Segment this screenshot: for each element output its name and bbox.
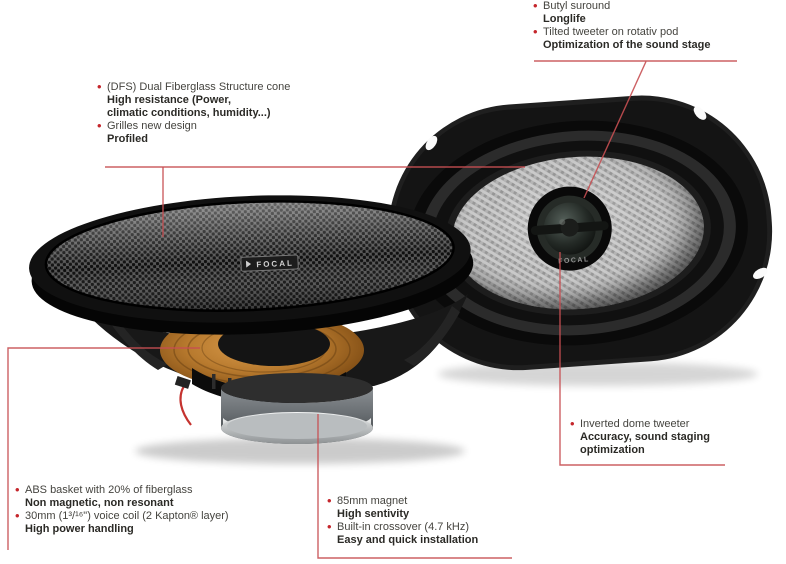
callout-line-tweeter bbox=[559, 252, 725, 466]
magnet-top bbox=[221, 373, 373, 403]
feature-label: Tilted tweeter on rotativ pod bbox=[543, 26, 769, 39]
feature-detail: High sentivity bbox=[337, 508, 410, 520]
rear-speaker-screw-hole bbox=[753, 267, 768, 279]
feature-detail: Profiled bbox=[107, 133, 148, 145]
tweeter-center-cap bbox=[560, 218, 579, 237]
feature-item: Grilles new design Profiled bbox=[98, 120, 328, 146]
feature-item: Butyl suround Longlife bbox=[534, 0, 769, 26]
front-speaker-shadow bbox=[135, 438, 465, 464]
front-speaker-basket-strut bbox=[404, 306, 460, 366]
feature-detail: Accuracy, sound staging optimization bbox=[580, 431, 710, 456]
front-speaker-magnet bbox=[221, 373, 373, 444]
callout-left: (DFS) Dual Fiberglass Structure cone Hig… bbox=[98, 81, 328, 146]
feature-detail: High power handling bbox=[25, 523, 134, 535]
feature-detail: Optimization of the sound stage bbox=[543, 39, 711, 51]
callout-bottom-middle: 85mm magnet High sentivity Built-in cros… bbox=[328, 495, 548, 547]
feature-item: (DFS) Dual Fiberglass Structure cone Hig… bbox=[98, 81, 328, 120]
feature-item: ABS basket with 20% of fiberglass Non ma… bbox=[16, 484, 286, 510]
feature-item: 30mm (1³/¹⁶") voice coil (2 Kapton® laye… bbox=[16, 510, 286, 536]
grille-sheen bbox=[45, 201, 454, 311]
feature-item: 85mm magnet High sentivity bbox=[328, 495, 548, 521]
feature-label: Butyl suround bbox=[543, 0, 769, 13]
callout-line-magnet bbox=[317, 414, 512, 559]
feature-label: 85mm magnet bbox=[337, 495, 548, 508]
feature-detail: Easy and quick installation bbox=[337, 534, 479, 546]
callout-top-right: Butyl suround Longlife Tilted tweeter on… bbox=[534, 0, 769, 52]
callout-bottom-left: ABS basket with 20% of fiberglass Non ma… bbox=[16, 484, 286, 536]
speaker-wire bbox=[179, 385, 192, 426]
front-speaker-illustration: FOCAL bbox=[29, 195, 474, 444]
rear-speaker-screw-hole bbox=[425, 135, 438, 151]
feature-detail: High resistance (Power, climatic conditi… bbox=[107, 94, 271, 119]
feature-item: Built-in crossover (4.7 kHz) Easy and qu… bbox=[328, 521, 548, 547]
rear-speaker-tweeter: FOCAL bbox=[527, 186, 612, 271]
feature-item: Tilted tweeter on rotativ pod Optimizati… bbox=[534, 26, 769, 52]
rear-speaker-screw-hole bbox=[693, 106, 707, 120]
feature-detail: Non magnetic, non resonant bbox=[25, 497, 174, 509]
feature-label: Inverted dome tweeter bbox=[580, 418, 771, 431]
wire-terminal bbox=[174, 376, 191, 389]
rear-speaker-illustration: FOCAL bbox=[388, 95, 773, 371]
feature-label: 30mm (1³/¹⁶") voice coil (2 Kapton® laye… bbox=[25, 510, 286, 523]
callout-line-basket bbox=[7, 347, 200, 550]
tweeter-brand-label: FOCAL bbox=[558, 256, 590, 265]
callout-line-top-right bbox=[534, 60, 737, 199]
callout-right-middle: Inverted dome tweeter Accuracy, sound st… bbox=[571, 418, 771, 457]
feature-label: (DFS) Dual Fiberglass Structure cone bbox=[107, 81, 328, 94]
grille-brand-text: FOCAL bbox=[256, 259, 294, 270]
focal-logo-mark bbox=[245, 260, 252, 268]
front-speaker-grille: FOCAL bbox=[29, 195, 474, 335]
feature-label: Grilles new design bbox=[107, 120, 328, 133]
callout-line-left bbox=[105, 166, 525, 237]
feature-label: Built-in crossover (4.7 kHz) bbox=[337, 521, 548, 534]
feature-detail: Longlife bbox=[543, 13, 586, 25]
feature-label: ABS basket with 20% of fiberglass bbox=[25, 484, 286, 497]
feature-item: Inverted dome tweeter Accuracy, sound st… bbox=[571, 418, 771, 457]
grille-brand-badge: FOCAL bbox=[240, 254, 299, 272]
